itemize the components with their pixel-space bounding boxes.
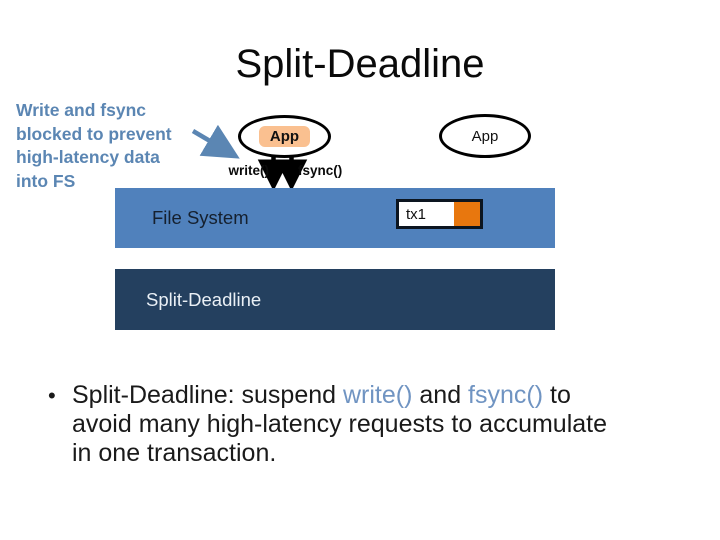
slide-title: Split-Deadline [235,42,485,86]
bullet-text: Split-Deadline: suspend write() and fsyn… [72,381,684,468]
fsync-call-label: fsync() [298,163,343,178]
write-call-mention: write() [343,381,413,409]
pending-data-block [454,202,480,226]
app-node: App [439,114,531,158]
transaction-box: tx1 [396,199,483,229]
app-node-blocked: App [238,115,331,158]
split-deadline-bar-label: Split-Deadline [146,288,262,310]
annotation-note: Write and fsync blocked to prevent high-… [16,100,172,191]
bullet-line-3: in one transaction. [72,439,277,467]
file-system-label: File System [152,207,249,228]
bullet-paragraph: • Split-Deadline: suspend write() and fs… [48,381,684,468]
transaction-label: tx1 [406,205,427,223]
bullet-line-2: avoid many high-latency requests to accu… [72,410,608,438]
bullet-marker: • [48,383,56,408]
app-highlight-chip: App [258,126,311,147]
fsync-call-mention: fsync() [468,381,544,409]
bullet-line-1: Split-Deadline: suspend write() and fsyn… [72,381,571,409]
app-label: App [471,127,499,145]
split-deadline-bar: Split-Deadline [115,269,555,330]
write-call-label: write() [228,163,270,178]
file-system-bar: File System tx1 [115,188,555,248]
